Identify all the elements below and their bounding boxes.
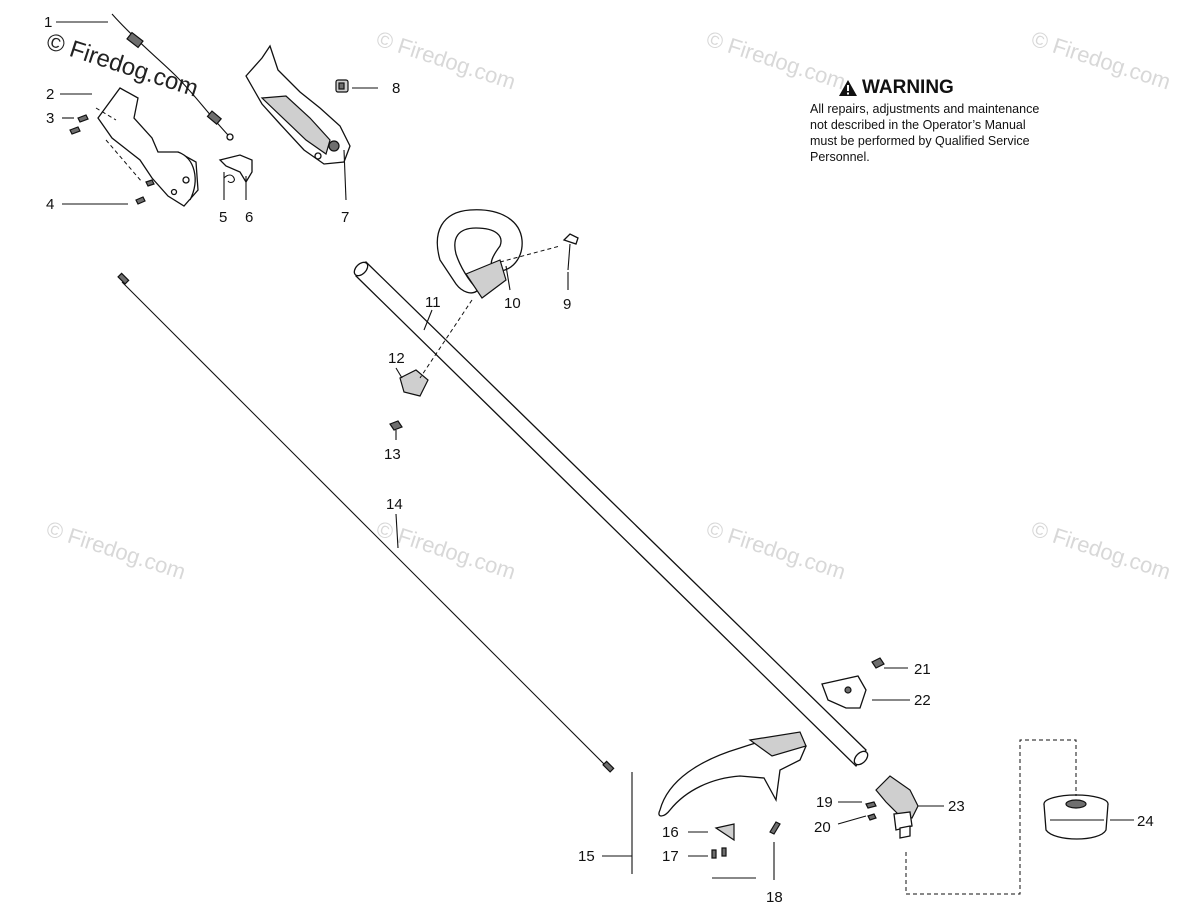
part-number-15: 15 <box>578 848 595 865</box>
clamp-drawing <box>821 657 885 709</box>
part-number-4: 4 <box>46 196 54 213</box>
part-number-18: 18 <box>766 889 783 906</box>
part-number-2: 2 <box>46 86 54 103</box>
part-number-12: 12 <box>388 350 405 367</box>
part-number-10: 10 <box>504 295 521 312</box>
gearhead-drawing <box>865 775 919 839</box>
part-number-21: 21 <box>914 661 931 678</box>
watermark: © Firedog.com <box>373 516 518 584</box>
watermark: © Firedog.com <box>703 516 848 584</box>
watermark: © Firedog.com <box>1028 26 1173 94</box>
warning-notice: WARNING All repairs, adjustments and mai… <box>810 77 1040 165</box>
part-number-3: 3 <box>46 110 54 127</box>
part-number-13: 13 <box>384 446 401 463</box>
part-number-23: 23 <box>948 798 965 815</box>
part-number-1: 1 <box>44 14 52 31</box>
part-number-17: 17 <box>662 848 679 865</box>
leader-lines <box>56 21 1134 880</box>
trigger-drawing <box>218 154 253 184</box>
part-number-7: 7 <box>341 209 349 226</box>
part-number-labels: 1 2 3 4 5 6 7 8 9 10 11 12 13 14 15 16 1… <box>44 14 1154 906</box>
screws-3-drawing <box>69 114 89 135</box>
handle-assembly-drawing <box>245 44 351 165</box>
warning-triangle-icon <box>839 80 857 96</box>
part-number-22: 22 <box>914 692 931 709</box>
trimmer-head-drawing <box>1043 794 1109 840</box>
part-number-11: 11 <box>425 294 441 311</box>
part-number-8: 8 <box>392 80 400 97</box>
warning-title-row: WARNING <box>838 77 1040 99</box>
guard-hardware-drawing <box>711 821 781 859</box>
part-number-24: 24 <box>1137 813 1154 830</box>
screw-4-drawing <box>135 179 155 205</box>
part-number-9: 9 <box>563 296 571 313</box>
part-number-16: 16 <box>662 824 679 841</box>
part-number-20: 20 <box>814 819 831 836</box>
drive-tube-drawing <box>353 261 869 768</box>
warning-title: WARNING <box>862 77 954 98</box>
watermark: © Firedog.com <box>1028 516 1173 584</box>
throttle-cable-drawing <box>111 13 234 141</box>
part-number-19: 19 <box>816 794 833 811</box>
part-number-5: 5 <box>219 209 227 226</box>
part-number-14: 14 <box>386 496 403 513</box>
assembly-connector <box>905 739 1077 895</box>
switch-drawing <box>335 79 349 93</box>
trimmer-guard-drawing <box>658 731 807 817</box>
part-number-6: 6 <box>245 209 253 226</box>
warning-text: All repairs, adjustments and maintenance… <box>810 102 1040 164</box>
drive-shaft-drawing <box>117 272 615 773</box>
handle-bracket-drawing <box>389 299 473 431</box>
loop-handle-drawing <box>436 209 579 299</box>
watermark: © Firedog.com <box>43 516 188 584</box>
handle-housing-drawing <box>95 87 199 207</box>
